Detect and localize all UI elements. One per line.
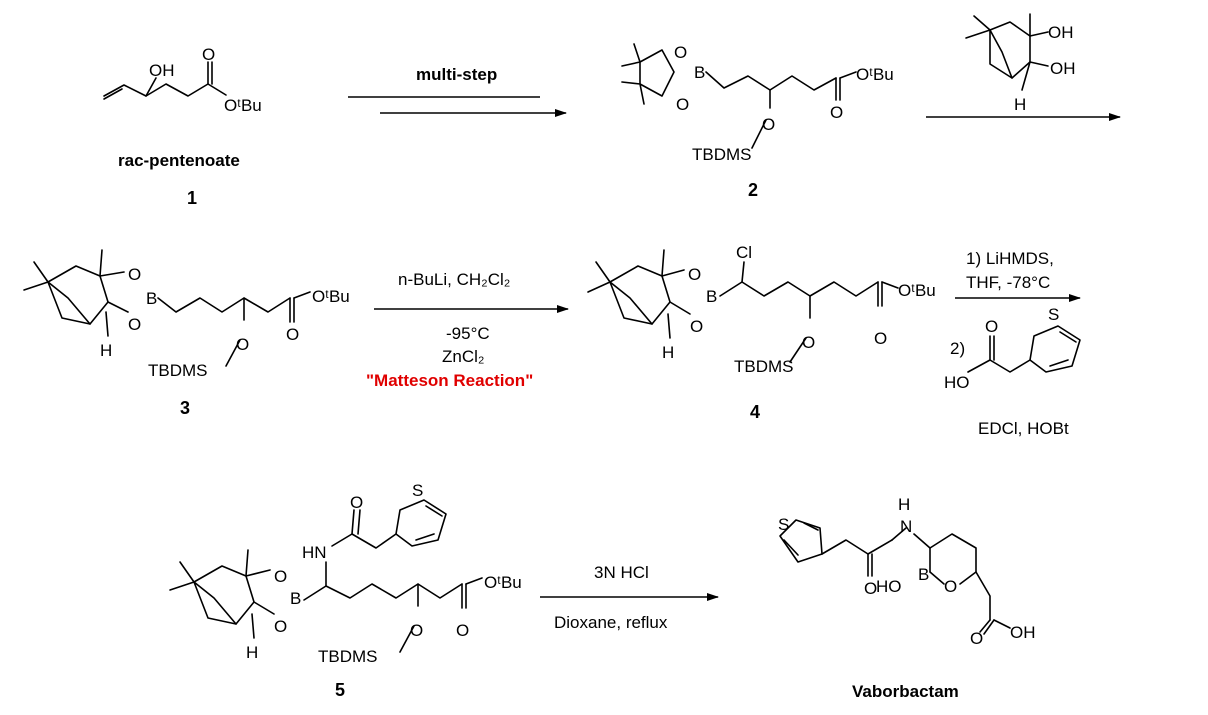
c3-number: 3: [180, 398, 190, 418]
arrow5-bottom: Dioxane, reflux: [554, 613, 668, 632]
compound-3: O O B H O O OᵗBu TBDMS 3: [23, 249, 350, 418]
c5-b: B: [290, 589, 301, 608]
c3-obu: OᵗBu: [312, 287, 350, 306]
c1-oh-label: OH: [149, 61, 175, 80]
c4-obu: OᵗBu: [898, 281, 936, 300]
vabor-s: S: [778, 515, 789, 534]
thio-s: S: [1048, 305, 1059, 324]
svg-text:O: O: [864, 579, 877, 598]
arrow4-line1: 1) LiHMDS,: [966, 249, 1054, 268]
svg-text:O: O: [274, 567, 287, 586]
svg-text:O: O: [202, 45, 215, 64]
c1-name: rac-pentenoate: [118, 151, 240, 170]
c5-obu: OᵗBu: [484, 573, 522, 592]
vabor-name: Vaborbactam: [852, 682, 959, 701]
arrow-coupling: 1) LiHMDS, THF, -78°C 2) EDCl, HOBt HO O…: [944, 249, 1081, 438]
arrow-multi-step: multi-step: [348, 65, 567, 117]
c3-b: B: [146, 289, 157, 308]
arrow-deprotection: 3N HCl Dioxane, reflux: [540, 563, 719, 632]
pinanediol-reagent: OH OH H: [965, 13, 1076, 114]
svg-text:O: O: [676, 95, 689, 114]
compound-1: OH O OᵗBu rac-pentenoate 1: [103, 45, 262, 208]
c5-hn: HN: [302, 543, 327, 562]
pinanediol-h: H: [1014, 95, 1026, 114]
arrow3-top: n-BuLi, CH₂Cl₂: [398, 270, 510, 289]
c4-o: O: [802, 333, 815, 352]
c4-h: H: [662, 343, 674, 362]
c5-o: O: [410, 621, 423, 640]
c4-tbdms: TBDMS: [734, 357, 794, 376]
pinanediol-oh1: OH: [1048, 23, 1074, 42]
c2-ester-o: O: [830, 103, 843, 122]
compound-5: O O B HN O S H O O OᵗBu TBDMS 5: [169, 481, 522, 700]
c4-ester-o: O: [874, 329, 887, 348]
svg-text:O: O: [674, 43, 687, 62]
vabor-ho: HO: [876, 577, 902, 596]
c5-tbdms: TBDMS: [318, 647, 378, 666]
svg-text:O: O: [128, 265, 141, 284]
vabor-o: O: [944, 577, 957, 596]
c5-number: 5: [335, 680, 345, 700]
c2-b: B: [694, 63, 705, 82]
c5-ester-o: O: [456, 621, 469, 640]
c5-s: S: [412, 481, 423, 500]
svg-text:O: O: [688, 265, 701, 284]
c2-obu: OᵗBu: [856, 65, 894, 84]
svg-text:O: O: [274, 617, 287, 636]
svg-text:O: O: [970, 629, 983, 648]
vabor-oh: OH: [1010, 623, 1036, 642]
arrow1-label: multi-step: [416, 65, 497, 84]
c1-number: 1: [187, 188, 197, 208]
svg-text:O: O: [128, 315, 141, 334]
vabor-h: H: [898, 495, 910, 514]
compound-2: O O B O O OᵗBu TBDMS 2: [621, 43, 894, 200]
arrow5-top: 3N HCl: [594, 563, 649, 582]
svg-text:O: O: [350, 493, 363, 512]
c3-tbdms: TBDMS: [148, 361, 208, 380]
arrow3-temp: -95°C: [446, 324, 490, 343]
arrow4-line2: THF, -78°C: [966, 273, 1050, 292]
arrow3-zncl2: ZnCl₂: [442, 347, 485, 366]
thio-ho: HO: [944, 373, 970, 392]
c4-cl: Cl: [736, 243, 752, 262]
thio-o: O: [985, 317, 998, 336]
vaborbactam: S O H N B HO O O OH Vaborbactam: [778, 495, 1036, 701]
compound-4: O O B Cl H O O OᵗBu TBDMS 4: [587, 243, 936, 422]
c3-h: H: [100, 341, 112, 360]
c3-ester-o: O: [286, 325, 299, 344]
c2-tbdms: TBDMS: [692, 145, 752, 164]
arrow3-matteson-label: "Matteson Reaction": [366, 371, 533, 390]
c3-o: O: [236, 335, 249, 354]
c2-number: 2: [748, 180, 758, 200]
thiophene-acetic-acid: HO O S: [944, 305, 1081, 392]
c4-number: 4: [750, 402, 760, 422]
c5-h: H: [246, 643, 258, 662]
c2-o: O: [762, 115, 775, 134]
pinanediol-oh2: OH: [1050, 59, 1076, 78]
c4-b: B: [706, 287, 717, 306]
arrow4-line4: EDCl, HOBt: [978, 419, 1069, 438]
arrow-matteson: n-BuLi, CH₂Cl₂ -95°C ZnCl₂ "Matteson Rea…: [366, 270, 569, 390]
arrow4-line3: 2): [950, 339, 965, 358]
vabor-n: N: [900, 517, 912, 536]
c1-obu-label: OᵗBu: [224, 96, 262, 115]
svg-text:O: O: [690, 317, 703, 336]
vabor-b: B: [918, 565, 929, 584]
